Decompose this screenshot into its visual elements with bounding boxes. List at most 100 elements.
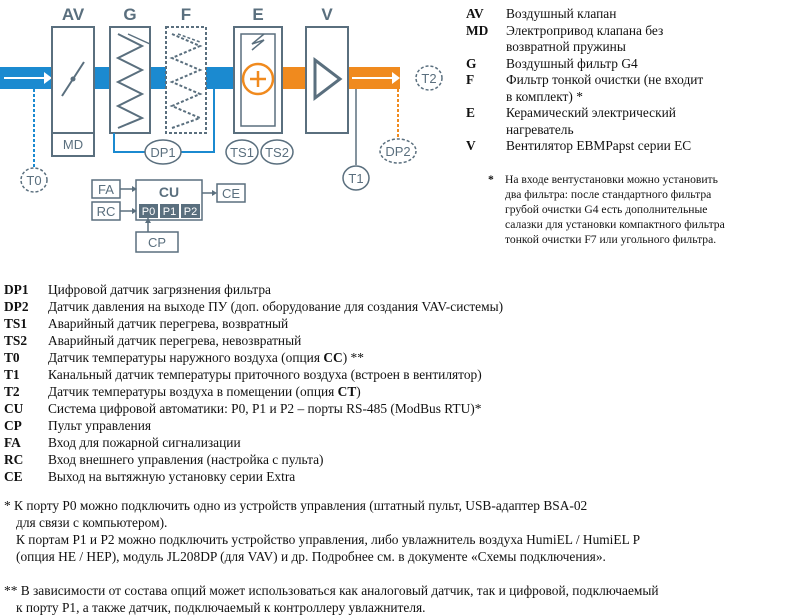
sensor-t2	[415, 65, 443, 91]
cu-label: CU	[159, 184, 179, 200]
note-text: На входе вентустановки можно установить …	[505, 173, 725, 246]
port-p0	[139, 204, 158, 218]
legend-bottom-row: RC Вход внешнего управления (настройка с …	[4, 451, 794, 468]
footnote-line: ** В зависимости от состава опций может …	[4, 583, 659, 598]
legend-row-v: V Вентилятор EBMPapst серии EC	[466, 138, 796, 155]
footnote-line: К портам P1 и P2 можно подключить устрой…	[16, 532, 641, 547]
sensor-t1	[342, 165, 370, 191]
label-e: E	[252, 5, 263, 24]
legend-text: Вход для пожарной сигнализации	[48, 435, 241, 450]
ce-label: CE	[222, 186, 240, 201]
legend-bottom-row: CP Пульт управления	[4, 417, 794, 434]
legend-text: Датчик температуры воздуха в помещении (…	[48, 384, 361, 399]
legend-text: Система цифровой автоматики: P0, P1 и P2…	[48, 401, 482, 416]
rc-label: RC	[97, 204, 116, 219]
legend-bottom-row: DP2 Датчик давления на выходе ПУ (доп. об…	[4, 298, 794, 315]
label-g: G	[123, 5, 136, 24]
fa-label: FA	[98, 182, 114, 197]
legend-bottom-row: FA Вход для пожарной сигнализации	[4, 434, 794, 451]
sensor-dp2-label: DP2	[385, 144, 410, 159]
sensor-ts2	[260, 139, 294, 165]
fan-icon	[313, 56, 343, 102]
legend-right: AV Воздушный клапан MD Электропривод клапа…	[466, 6, 796, 155]
outlet-arrow-head	[392, 72, 400, 84]
legend-code: E	[466, 105, 475, 120]
cp-box	[135, 231, 179, 253]
sensor-dp1-label: DP1	[150, 145, 175, 160]
legend-code: RC	[4, 452, 24, 467]
legend-bottom-row: TS2 Аварийный датчик перегрева, невозврат…	[4, 332, 794, 349]
label-v: V	[321, 5, 333, 24]
legend-code: T1	[4, 367, 20, 382]
filter-g	[109, 26, 151, 134]
legend-text: Вход внешнего управления (настройка с пу…	[48, 452, 324, 467]
footnote-line: (опция HE / HEP), модуль JL208DP (для VA…	[16, 549, 606, 564]
sensor-dp1	[144, 139, 182, 165]
legend-code: TS2	[4, 333, 28, 348]
ventilation-unit-diagram: MD AV G F E V T2 T0 DP1 TS1 TS2 DP2 T1 C…	[0, 5, 443, 253]
footnote-line: * К порту P0 можно подключить одно из ус…	[4, 498, 588, 513]
legend-code: T2	[4, 384, 20, 399]
cp-label: CP	[148, 235, 166, 250]
filter-note: * На входе вентустановки можно установит…	[488, 172, 788, 247]
footnotes: * К порту P0 можно подключить одно из ус…	[4, 497, 796, 616]
legend-row-av: AV Воздушный клапан	[466, 6, 796, 23]
legend-code: FA	[4, 435, 21, 450]
legend-text: Аварийный датчик перегрева, невозвратный	[48, 333, 302, 348]
sensor-ts2-label: TS2	[265, 145, 289, 160]
legend-bottom-row: TS1 Аварийный датчик перегрева, возвратны…	[4, 315, 794, 332]
legend-code: DP2	[4, 299, 29, 314]
footnote-line: к порту P1, а также датчик, подключаемый…	[16, 600, 426, 615]
legend-bottom-row: T1 Канальный датчик температуры приточног…	[4, 366, 794, 383]
legend-row-e: E Керамический электрический нагреватель	[466, 105, 796, 138]
legend-text: Воздушный клапан	[506, 6, 617, 21]
legend-text: Цифровой датчик загрязнения фильтра	[48, 282, 271, 297]
legend-text: Вентилятор EBMPapst серии EC	[506, 138, 692, 153]
sensor-t0-label: T0	[26, 173, 41, 188]
legend-code: G	[466, 55, 477, 71]
md-label: MD	[63, 137, 83, 152]
legend-row-g: G Воздушный фильтр G4	[466, 56, 796, 73]
sensor-t0	[20, 167, 48, 193]
legend-code: CE	[4, 469, 23, 484]
legend-code: V	[466, 138, 476, 153]
legend-code: CU	[4, 401, 24, 416]
legend-text: Электропривод клапана без возвратной пру…	[506, 22, 664, 55]
legend-code: MD	[466, 22, 489, 38]
legend-row-md: MD Электропривод клапана без возвратной п…	[466, 23, 796, 56]
sensor-t1-label: T1	[348, 171, 363, 186]
inlet-arrow-head	[44, 72, 52, 84]
legend-text: Аварийный датчик перегрева, возвратный	[48, 316, 289, 331]
sensor-t2-label: T2	[421, 71, 436, 86]
duct-orange-1	[282, 67, 306, 89]
legend-text: Воздушный фильтр G4	[506, 55, 638, 71]
port-p1	[160, 204, 179, 218]
legend-code: TS1	[4, 316, 28, 331]
legend-code: AV	[466, 6, 484, 21]
port-p0-label: P0	[142, 206, 155, 218]
legend-code: CP	[4, 418, 22, 433]
label-av: AV	[62, 5, 85, 24]
port-p2	[181, 204, 200, 218]
legend-text: Датчик температуры наружного воздуха (оп…	[48, 350, 364, 365]
legend-text: Фильтр тонкой очистки (не входит в компл…	[506, 72, 704, 104]
port-p2-label: P2	[184, 206, 197, 218]
footnote-line: для связи с компьютером).	[16, 515, 168, 530]
legend-text: Датчик давления на выходе ПУ (доп. обору…	[48, 299, 504, 314]
sensor-dp2	[379, 138, 417, 164]
legend-text: Выход на вытяжную установку серии Extra	[48, 469, 296, 484]
legend-bottom: DP1 Цифровой датчик загрязнения фильтра D…	[4, 281, 794, 485]
legend-code: DP1	[4, 282, 29, 297]
legend-bottom-row: CU Система цифровой автоматики: P0, P1 и …	[4, 400, 794, 417]
sensor-ts1-label: TS1	[230, 145, 254, 160]
ce-box	[216, 183, 246, 203]
legend-bottom-row: CE Выход на вытяжную установку серии Extr…	[4, 468, 794, 485]
damper-av	[51, 26, 95, 134]
legend-text: Пульт управления	[48, 418, 152, 433]
legend-text: Керамический электрический нагреватель	[506, 105, 676, 137]
legend-text: Канальный датчик температуры приточного …	[48, 367, 482, 382]
port-p1-label: P1	[163, 206, 176, 218]
note-star: *	[488, 173, 494, 186]
